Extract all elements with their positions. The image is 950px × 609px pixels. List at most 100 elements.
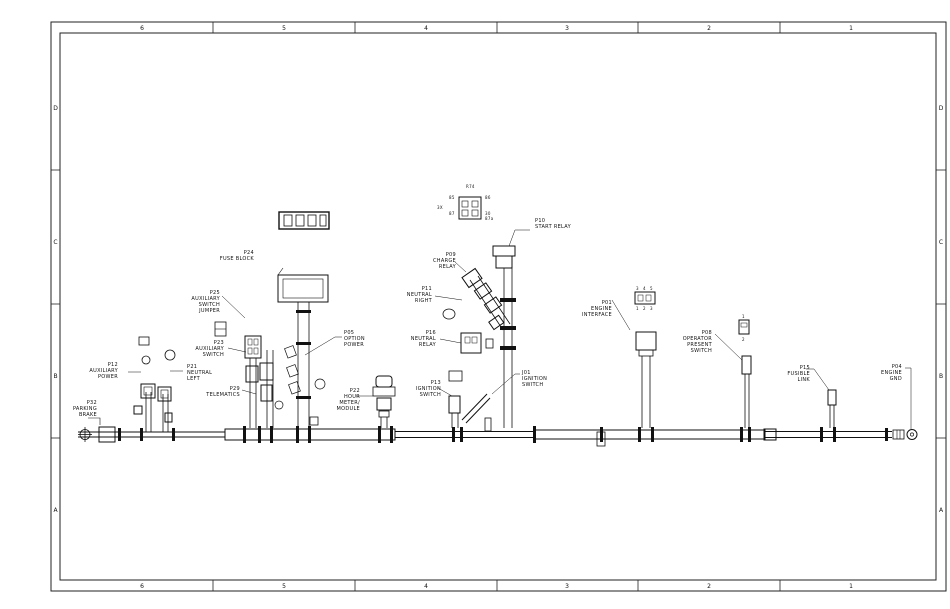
j01-label: J01 IGNITION SWITCH <box>521 370 547 388</box>
p15-label: P15 FUSIBLE LINK <box>787 365 810 383</box>
p01-engine-interface <box>596 291 657 447</box>
col-label-bottom: 6 <box>140 583 144 590</box>
column-dividers <box>212 22 781 591</box>
p01-pin-labels: 3 4 5 1 2 3 <box>636 286 653 311</box>
svg-text:CHARGE: CHARGE <box>433 258 456 264</box>
svg-text:P05: P05 <box>344 330 354 336</box>
svg-text:PARKING: PARKING <box>73 406 97 412</box>
p32-label: P32 PARKING BRAKE <box>73 400 97 418</box>
svg-text:30: 30 <box>485 211 491 216</box>
svg-text:SWITCH: SWITCH <box>203 352 224 358</box>
col-label-top: 2 <box>707 25 711 32</box>
svg-text:1: 1 <box>742 314 745 319</box>
p12-label: P12 AUXILIARY POWER <box>89 362 118 380</box>
svg-text:5: 5 <box>650 286 653 291</box>
svg-text:SWITCH: SWITCH <box>199 302 220 308</box>
svg-text:MODULE: MODULE <box>336 406 360 412</box>
svg-text:TELEMATICS: TELEMATICS <box>205 392 240 398</box>
p10-start-relay <box>492 229 530 428</box>
relay-pinout-labels: R74 3X 85 86 87 30 87a <box>437 184 494 221</box>
svg-text:START RELAY: START RELAY <box>535 224 572 230</box>
svg-text:P13: P13 <box>431 380 441 386</box>
col-label-top: 4 <box>424 25 428 32</box>
svg-text:RIGHT: RIGHT <box>415 298 433 304</box>
row-label-left: A <box>53 507 58 514</box>
svg-text:86: 86 <box>485 195 491 200</box>
svg-text:P29: P29 <box>230 386 240 392</box>
svg-text:OPERATOR: OPERATOR <box>683 336 713 342</box>
svg-text:AUXILIARY: AUXILIARY <box>191 296 220 302</box>
svg-text:P01: P01 <box>602 300 612 306</box>
svg-text:ENGINE: ENGINE <box>591 306 612 312</box>
col-label-top: 6 <box>140 25 144 32</box>
p09-p11-diagonal-branch <box>434 261 511 331</box>
row-label-left: C <box>53 239 57 246</box>
svg-text:87: 87 <box>449 211 455 216</box>
svg-text:OPTION: OPTION <box>344 336 365 342</box>
svg-text:P25: P25 <box>210 290 220 296</box>
col-label-top: 5 <box>282 25 286 32</box>
col-label-bottom: 4 <box>424 583 428 590</box>
svg-text:LEFT: LEFT <box>187 376 201 382</box>
svg-text:P21: P21 <box>187 364 197 370</box>
svg-text:SWITCH: SWITCH <box>420 392 441 398</box>
p24-label: P24 FUSE BLOCK <box>220 250 255 262</box>
svg-text:P12: P12 <box>108 362 118 368</box>
row-label-right: C <box>939 239 943 246</box>
p09-label: P09 CHARGE RELAY <box>433 252 457 270</box>
svg-text:P23: P23 <box>214 340 224 346</box>
svg-text:LINK: LINK <box>798 377 811 383</box>
p08-label: P08 OPERATOR PRESENT SWITCH <box>683 330 713 354</box>
col-label-bottom: 5 <box>282 583 286 590</box>
col-label-bottom: 3 <box>565 583 569 590</box>
svg-text:SWITCH: SWITCH <box>522 382 543 388</box>
col-label-top: 3 <box>565 25 569 32</box>
p12-p21-connectors <box>128 336 183 432</box>
col-label-bottom: 2 <box>707 583 711 590</box>
svg-text:SWITCH: SWITCH <box>691 348 712 354</box>
trunk-bands <box>118 426 888 443</box>
inner-border <box>59 32 937 581</box>
svg-text:87a: 87a <box>485 216 494 221</box>
relay-callout-box <box>278 211 330 230</box>
p22-hour-meter-module <box>356 375 396 428</box>
svg-text:P11: P11 <box>422 286 432 292</box>
svg-text:P04: P04 <box>892 364 902 370</box>
svg-text:IGNITION: IGNITION <box>522 376 547 382</box>
svg-text:ENGINE: ENGINE <box>881 370 902 376</box>
svg-text:POWER: POWER <box>98 374 118 380</box>
svg-text:P08: P08 <box>702 330 712 336</box>
svg-text:4: 4 <box>643 286 646 291</box>
svg-text:RELAY: RELAY <box>439 264 457 270</box>
row-label-right: A <box>939 507 944 514</box>
svg-text:P09: P09 <box>446 252 456 258</box>
svg-text:3X: 3X <box>437 205 443 210</box>
outer-border <box>50 21 947 592</box>
svg-text:FUSIBLE: FUSIBLE <box>787 371 810 377</box>
svg-text:RELAY: RELAY <box>419 342 437 348</box>
svg-text:FUSE BLOCK: FUSE BLOCK <box>220 256 255 262</box>
p10-label: P10 START RELAY <box>535 218 572 230</box>
svg-text:IGNITION: IGNITION <box>416 386 441 392</box>
p01-label: P01 ENGINE INTERFACE <box>582 300 612 318</box>
p08-pin-labels: 1 2 <box>742 314 745 342</box>
svg-text:P32: P32 <box>87 400 97 406</box>
svg-text:BRAKE: BRAKE <box>79 412 97 418</box>
row-label-right: D <box>939 105 944 112</box>
p29-label: P29 TELEMATICS <box>205 386 240 398</box>
col-label-bottom: 1 <box>849 583 853 590</box>
row-label-left: D <box>53 105 58 112</box>
svg-text:P16: P16 <box>426 330 436 336</box>
svg-text:R74: R74 <box>466 184 475 189</box>
p24-fuse-block <box>277 267 329 428</box>
p13-label: P13 IGNITION SWITCH <box>416 380 441 398</box>
svg-text:85: 85 <box>449 195 455 200</box>
p04-label: P04 ENGINE GND <box>881 364 902 382</box>
p25-label: P25 AUXILIARY SWITCH JUMPER <box>191 290 220 314</box>
svg-text:NEUTRAL: NEUTRAL <box>407 292 432 298</box>
svg-text:1: 1 <box>636 306 639 311</box>
row-dividers <box>51 169 946 439</box>
p15-fusible-link <box>806 368 837 428</box>
svg-text:AUXILIARY: AUXILIARY <box>195 346 224 352</box>
